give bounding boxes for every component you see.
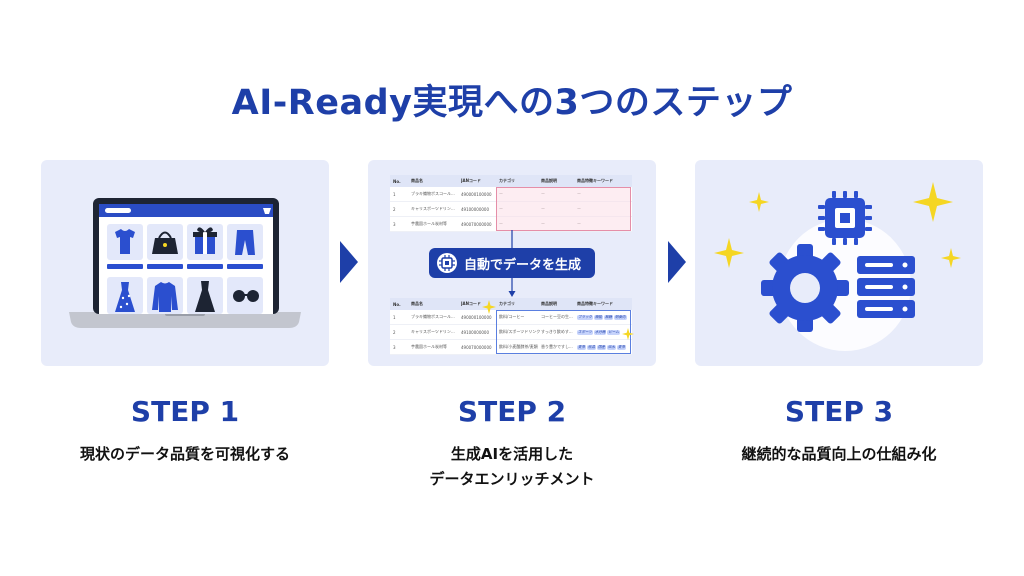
auto-generate-label: 自動でデータを生成 <box>464 257 582 273</box>
step3-description: 継続的な品質向上の仕組み化 <box>741 445 937 463</box>
generated-data-highlight <box>496 310 631 354</box>
page-title: AI-Ready実現への3つのステップ <box>231 83 793 123</box>
step3-label: STEP 3 <box>784 395 894 428</box>
server-icon <box>857 256 915 318</box>
continuous-improvement-illustration <box>714 182 961 351</box>
step2-description: 生成AIを活用した データエンリッチメント <box>429 445 595 488</box>
step2-label: STEP 2 <box>457 395 567 428</box>
arrow-right-icon <box>668 241 686 283</box>
step3-card <box>695 160 983 366</box>
cpu-icon <box>818 191 872 245</box>
sparkle-icon <box>913 182 953 222</box>
step1-description: 現状のデータ品質を可視化する <box>79 445 290 463</box>
ai-chip-icon <box>437 253 457 273</box>
gear-icon <box>761 244 849 332</box>
missing-data-highlight <box>496 187 631 231</box>
sparkle-icon <box>749 192 769 212</box>
sparkle-icon <box>714 238 744 268</box>
keyword-tags: スポーツ水分補ビーム <box>577 330 620 335</box>
step1-card <box>41 160 329 366</box>
keyword-tags: ブラック機能無糖朝食向 <box>577 315 627 320</box>
step1-label: STEP 1 <box>130 395 240 428</box>
laptop-ecommerce-icon <box>69 198 301 328</box>
auto-generate-badge: 自動でデータを生成 <box>429 248 595 278</box>
sparkle-icon <box>482 300 496 314</box>
flow-connector <box>508 230 516 297</box>
keyword-tags: 麦茶低温国産伝水麦茶 <box>577 345 626 350</box>
arrow-right-icon <box>340 241 358 283</box>
sparkle-icon <box>622 328 634 340</box>
sparkle-icon <box>941 248 961 268</box>
